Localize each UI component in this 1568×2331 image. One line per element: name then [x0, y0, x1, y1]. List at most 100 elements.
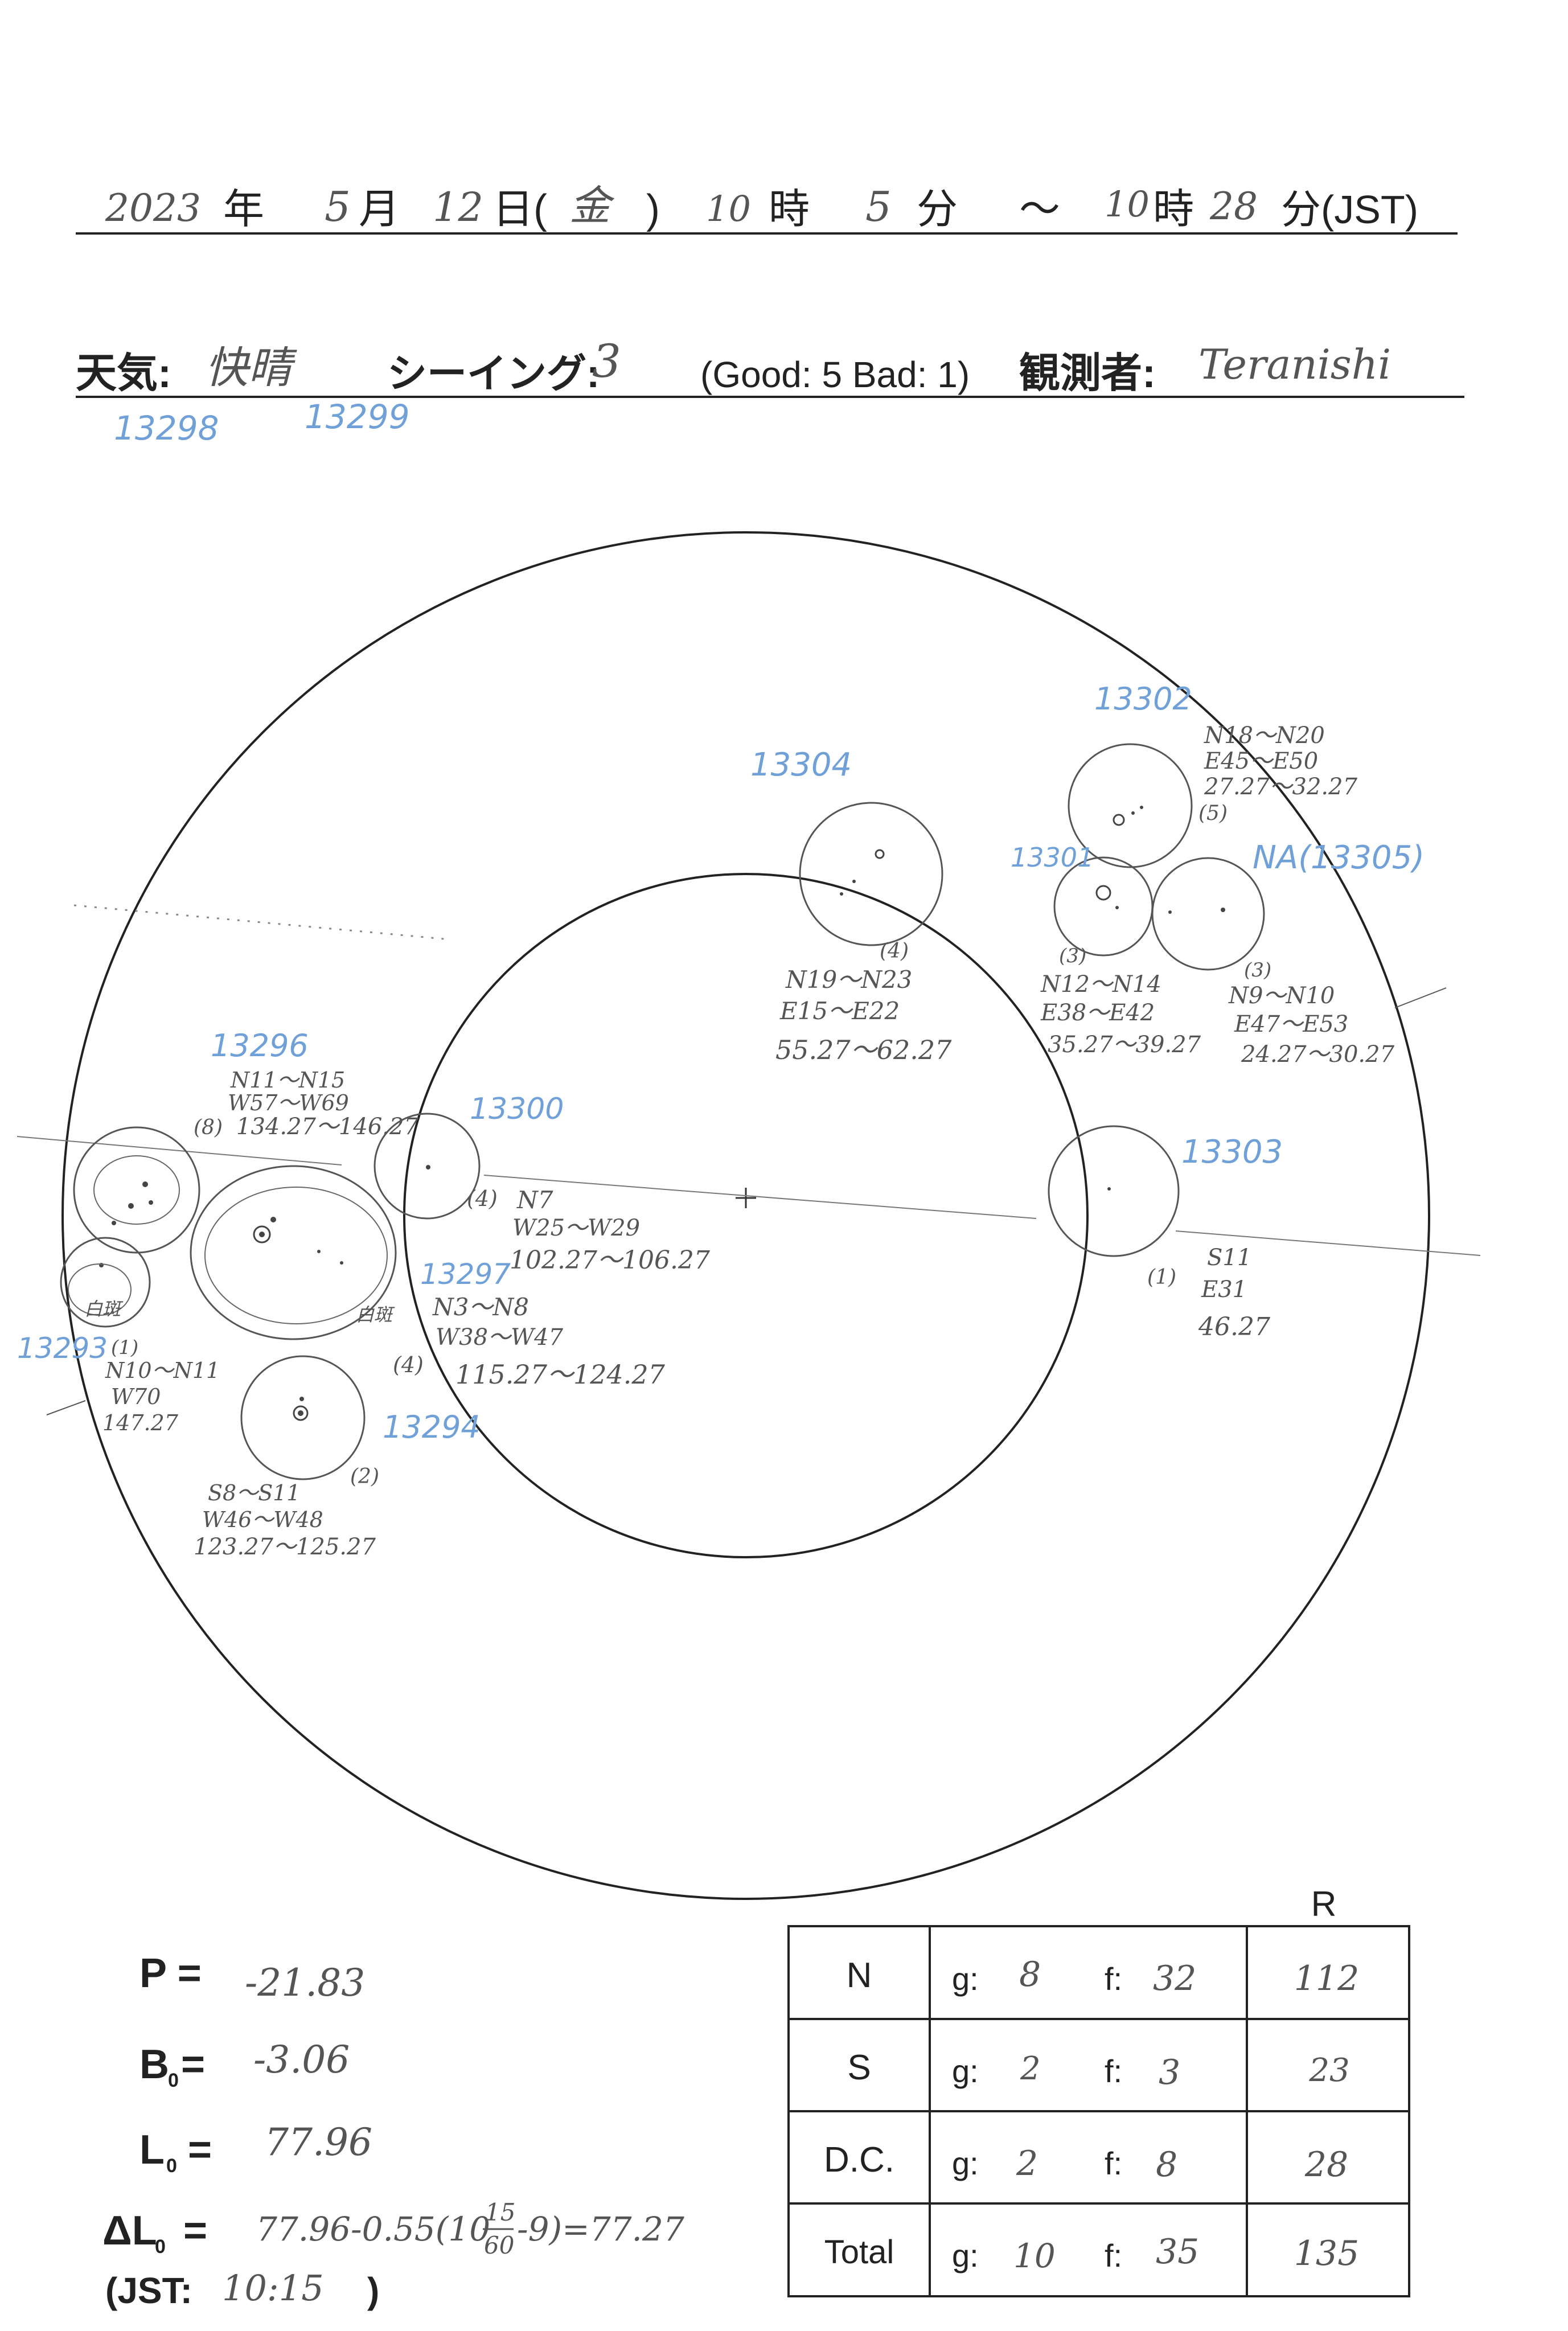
day-value: 12 — [433, 184, 483, 231]
delta-l0-frac-den: 60 — [484, 2231, 514, 2259]
faculae-outline-13296 — [93, 1155, 180, 1225]
faculae-label-2: 白斑 — [356, 1304, 395, 1325]
count-table: R N g: 8 f: 32 112 S g: 2 f: 3 23 D.C. g… — [787, 1885, 1410, 2297]
table-row: D.C. g: 2 f: 8 28 — [824, 2140, 1348, 2185]
g-value: 10 — [1013, 2236, 1056, 2275]
region-counts: (2) — [350, 1465, 379, 1488]
f-label: f: — [1105, 2053, 1122, 2089]
region-id: 13302 — [1094, 681, 1192, 717]
region-counts: (1) — [111, 1336, 138, 1359]
weekday-close: ) — [646, 187, 660, 232]
region-id: 13296 — [211, 1028, 309, 1064]
delta-l0-expr-a: 77.96-0.55(10 — [256, 2210, 490, 2248]
jst-close: ) — [367, 2270, 379, 2311]
region-13297-annotation: 13297 N3〜N8 W38〜W47 (4) 115.27〜124.27 — [393, 1258, 666, 1390]
seeing-label: シーイング: — [387, 351, 600, 396]
region-cm: 134.27〜146.27 — [236, 1114, 418, 1140]
equator-line-right — [1175, 1230, 1481, 1256]
b0-subscript: 0 — [168, 2070, 179, 2091]
region-counts: (3) — [1059, 945, 1086, 967]
region-cm: 115.27〜124.27 — [455, 1359, 666, 1390]
region-lon: E45〜E50 — [1204, 748, 1318, 774]
row-label: D.C. — [824, 2140, 894, 2180]
region-lat: N3〜N8 — [432, 1293, 529, 1321]
g-value: 2 — [1016, 2144, 1038, 2184]
solar-parameters: P = -21.83 B 0 = -3.06 L 0 = 77.96 ΔL 0 … — [102, 1951, 684, 2311]
region-id: 13301 — [1011, 842, 1094, 873]
limb-tick-left — [46, 1400, 86, 1415]
region-13297-circle — [190, 1165, 397, 1340]
faculae-label-1: 白斑 — [84, 1298, 124, 1320]
limb-tick-right — [1394, 987, 1447, 1008]
l0-value: 77.96 — [265, 2120, 372, 2164]
month-unit: 月 — [359, 187, 400, 232]
f-value: 35 — [1156, 2232, 1199, 2272]
region-counts: (8) — [194, 1116, 223, 1139]
tilde: ～ — [1019, 187, 1060, 232]
end-min-value: 28 — [1209, 184, 1258, 228]
region-counts: (4) — [467, 1186, 498, 1211]
region-lon: W70 — [111, 1384, 161, 1409]
region-cm: 46.27 — [1198, 1312, 1270, 1341]
region-13302-annotation: 13302 N18〜N20 E45〜E50 27.27〜32.27 (5) — [1094, 681, 1358, 825]
table-row: S g: 2 f: 3 23 — [847, 2048, 1349, 2092]
region-13293-circle — [60, 1237, 151, 1328]
weather-value: 快晴 — [205, 342, 297, 393]
region-lat: N7 — [516, 1186, 553, 1214]
weather-row: 天気: 快晴 シーイング: 3 (Good: 5 Bad: 1) 観測者: Te… — [76, 335, 1464, 448]
jst-value: 10:15 — [222, 2267, 324, 2309]
drift-dotted-line — [73, 904, 450, 941]
p-label: P = — [139, 1951, 202, 1996]
weekday-value: 金 — [569, 182, 615, 229]
f-value: 3 — [1159, 2053, 1180, 2092]
region-lon: E47〜E53 — [1234, 1011, 1348, 1037]
g-label: g: — [952, 2145, 979, 2181]
f-label: f: — [1105, 2145, 1122, 2181]
inner-reference-circle — [403, 873, 1089, 1558]
l0-subscript: 0 — [166, 2155, 177, 2177]
region-lon: W46〜W48 — [202, 1507, 323, 1532]
region-cm: 35.27〜39.27 — [1048, 1032, 1201, 1058]
region-13294-circle — [240, 1355, 366, 1480]
end-min-unit: 分(JST) — [1281, 187, 1418, 232]
region-lon: E31 — [1201, 1277, 1247, 1303]
region-13296-annotation: 13296 N11〜N15 W57〜W69 (8) 134.27〜146.27 — [194, 1028, 418, 1140]
region-id: 13300 — [470, 1092, 564, 1126]
region-cm: 55.27〜62.27 — [775, 1035, 952, 1065]
f-label: f: — [1105, 1961, 1122, 1997]
seeing-value: 3 — [592, 335, 621, 388]
year-value: 2023 — [105, 186, 201, 230]
region-lat: N9〜N10 — [1228, 983, 1335, 1009]
solar-disk-drawing: 白斑 白斑 — [17, 531, 1481, 1900]
seeing-scale-note: (Good: 5 Bad: 1) — [700, 354, 970, 395]
region-lon: E15〜E22 — [779, 997, 900, 1025]
region-13304-annotation: 13304 (4) N19〜N23 E15〜E22 55.27〜62.27 — [750, 746, 952, 1065]
month-value: 5 — [325, 183, 351, 231]
region-cm: 147.27 — [102, 1410, 179, 1435]
region-cm: 123.27〜125.27 — [194, 1534, 376, 1560]
region-13304-circle — [799, 802, 943, 946]
delta-l0-subscript: 0 — [155, 2236, 166, 2258]
end-hour-value: 10 — [1105, 183, 1150, 225]
start-hour-value: 10 — [706, 188, 751, 229]
r-value: 28 — [1304, 2145, 1348, 2185]
jst-label: (JST: — [105, 2270, 192, 2311]
p-value: -21.83 — [245, 1961, 365, 2005]
region-13301-annotation: 13301 (3) N12〜N14 E38〜E42 35.27〜39.27 — [1011, 842, 1201, 1058]
region-counts: (1) — [1147, 1266, 1176, 1289]
region-id: 13293 — [17, 1332, 108, 1365]
equator-line-left — [17, 1136, 342, 1166]
delta-l0-expr-b: -9)=77.27 — [517, 2210, 684, 2248]
weather-label: 天気: — [76, 351, 171, 396]
table-row: N g: 8 f: 32 112 — [847, 1955, 1360, 1998]
equator-line-middle — [483, 1175, 1037, 1219]
r-value: 112 — [1294, 1959, 1360, 1998]
region-13294-annotation: 13294 (2) S8〜S11 W46〜W48 123.27〜125.27 — [194, 1409, 481, 1560]
region-counts: (4) — [880, 939, 909, 963]
l0-label: L — [139, 2127, 165, 2173]
l0-equals: = — [188, 2127, 212, 2173]
delta-l0-equals: = — [183, 2208, 207, 2254]
start-min-value: 5 — [865, 183, 892, 231]
row-label: Total — [824, 2234, 894, 2271]
day-unit: 日( — [492, 187, 547, 232]
